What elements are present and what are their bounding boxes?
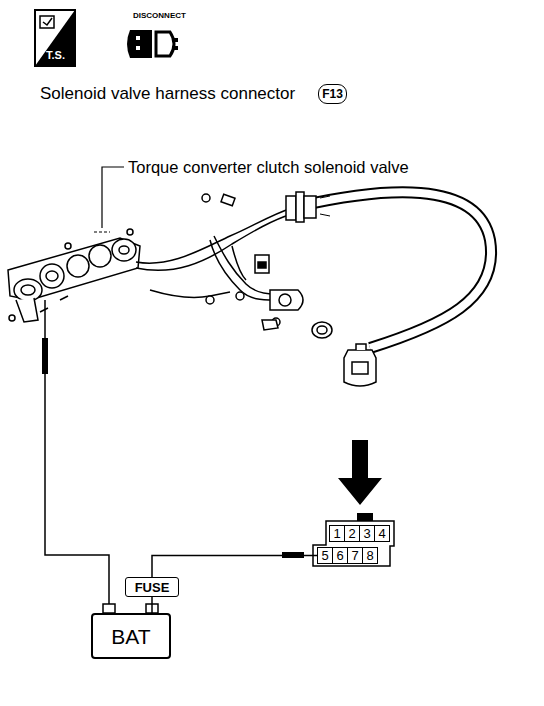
harness-wires xyxy=(136,208,292,300)
fuse-box: FUSE xyxy=(125,577,179,597)
connector-id-badge: F13 xyxy=(318,84,347,104)
battery-terminals xyxy=(103,604,158,613)
connector-face xyxy=(313,513,394,566)
leader-line xyxy=(102,167,124,228)
node-text: 2 xyxy=(348,527,355,540)
leader-bracket xyxy=(94,231,110,232)
node-text: 4 xyxy=(378,527,385,540)
disconnect-icon xyxy=(127,30,178,58)
wire xyxy=(152,556,317,578)
part-name: Torque converter clutch solenoid valve xyxy=(128,158,409,176)
ts-icon xyxy=(35,10,75,66)
heading: Solenoid valve harness connector xyxy=(40,85,295,104)
view-arrow xyxy=(338,440,382,505)
icon-label: T.S. xyxy=(46,49,65,61)
node-text: F13 xyxy=(322,88,343,100)
harness-plug xyxy=(344,344,376,386)
ground-wire xyxy=(42,300,109,606)
pin-number: 6 xyxy=(332,547,348,564)
node-text: 8 xyxy=(366,549,373,562)
node-text: BAT xyxy=(111,626,150,647)
icon-caption: DISCONNECT xyxy=(133,12,186,21)
pin-number: 7 xyxy=(347,547,363,564)
pin-number: 5 xyxy=(317,547,333,564)
node-text: 6 xyxy=(336,549,343,562)
pin-number: 4 xyxy=(374,525,390,542)
pin-number: 2 xyxy=(344,525,360,542)
node-text: 7 xyxy=(351,549,358,562)
pin-number: 8 xyxy=(362,547,378,564)
node-text: 5 xyxy=(321,549,328,562)
pin-number: 3 xyxy=(359,525,375,542)
node-text: FUSE xyxy=(135,581,170,594)
battery: BAT xyxy=(91,613,171,659)
wire xyxy=(151,597,153,613)
main-cable xyxy=(286,192,491,348)
harness-parts xyxy=(202,194,332,338)
node-text: 1 xyxy=(333,527,340,540)
solenoid-valve-assembly xyxy=(8,229,140,322)
pin-number: 1 xyxy=(329,525,345,542)
node-text: 3 xyxy=(363,527,370,540)
